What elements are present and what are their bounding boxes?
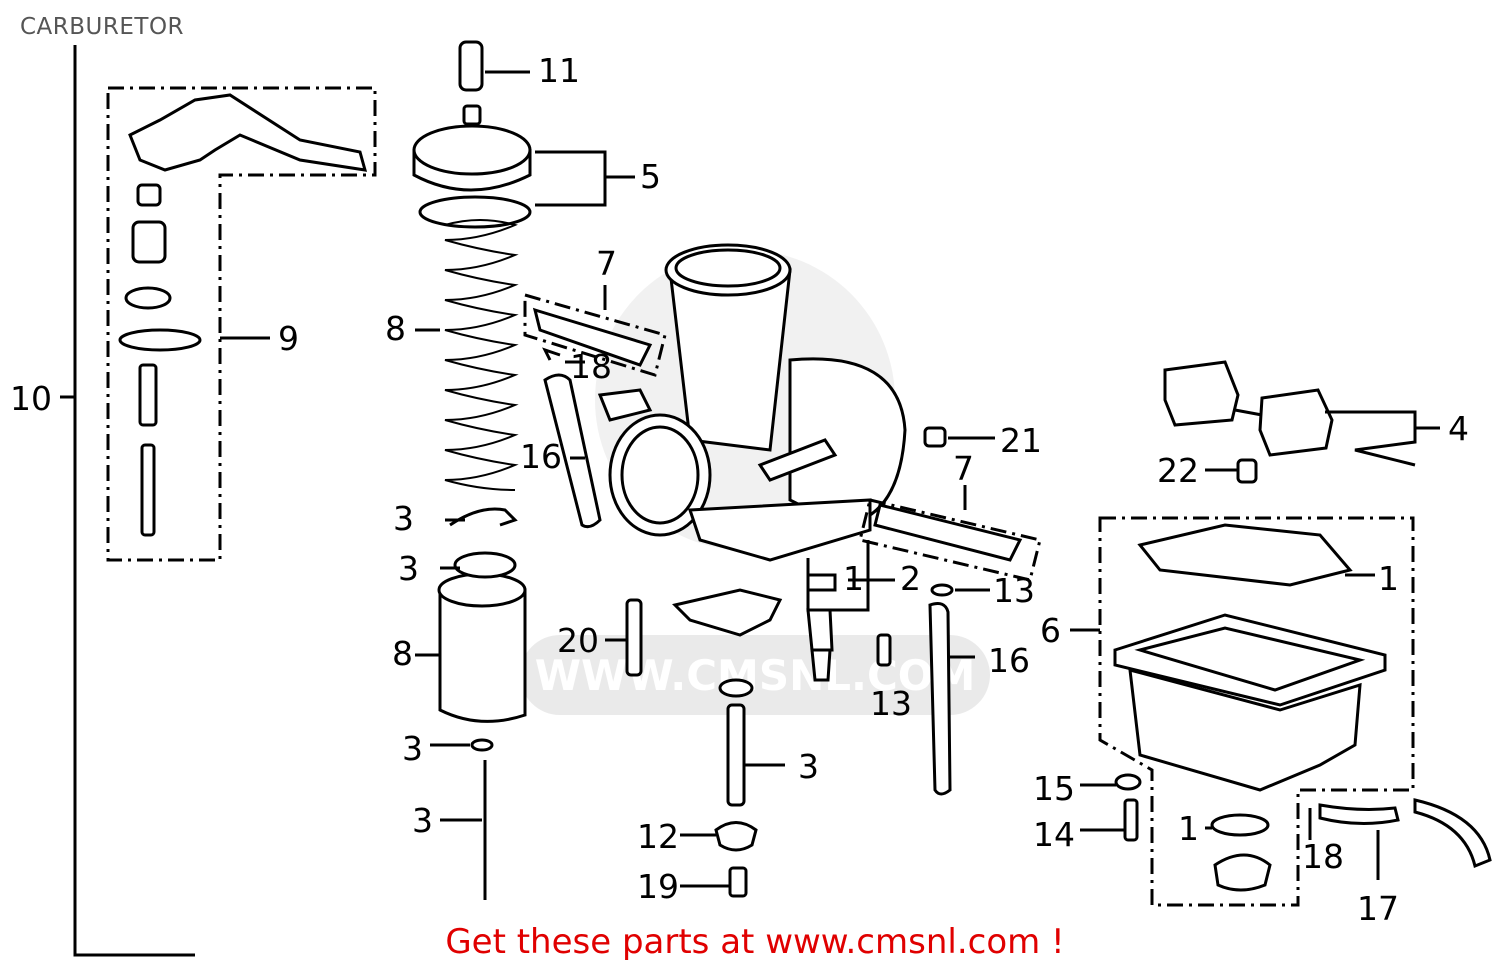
callout-3-seat: 3 (398, 549, 419, 588)
carburetor-body (523, 243, 1042, 898)
footer-prefix: Get these parts at (445, 922, 766, 962)
bracket-10 (60, 45, 195, 957)
watermark-text: WWW.CMSNL.COM (535, 651, 976, 700)
callout-5: 5 (640, 157, 661, 196)
callout-18-top: 18 (570, 347, 612, 386)
callout-7-right: 7 (953, 449, 974, 488)
callout-3-needle-clip: 3 (402, 729, 423, 768)
callout-8-valve: 8 (392, 634, 413, 673)
float-bowl-box (1070, 516, 1492, 907)
callout-17: 17 (1357, 889, 1399, 928)
callout-11: 11 (538, 51, 580, 90)
callout-9: 9 (278, 319, 299, 358)
callout-3-clip: 3 (393, 499, 414, 538)
callout-19: 19 (637, 867, 679, 906)
callout-1-gasket: 1 (1378, 559, 1399, 598)
callout-2: 2 (900, 559, 921, 598)
throttle-valve (415, 507, 527, 900)
callout-15: 15 (1033, 769, 1075, 808)
callout-12: 12 (637, 817, 679, 856)
callout-6: 6 (1040, 611, 1061, 650)
callout-1-bottom: 1 (1178, 809, 1199, 848)
callout-14: 14 (1033, 815, 1075, 854)
footer-banner: Get these parts at www.cmsnl.com ! (0, 922, 1500, 962)
callout-3-needle: 3 (412, 801, 433, 840)
callout-7-top: 7 (596, 244, 617, 283)
callout-21: 21 (1000, 421, 1042, 460)
callout-22: 22 (1157, 451, 1199, 490)
callout-3-jet: 3 (798, 747, 819, 786)
callout-8-spring: 8 (385, 309, 406, 348)
callout-13-bottom: 13 (870, 684, 912, 723)
footer-suffix: ! (1040, 922, 1065, 962)
callout-18-bottom: 18 (1302, 837, 1344, 876)
carb-top-cap (412, 40, 635, 229)
spring-8 (415, 219, 519, 491)
float-assembly (1163, 360, 1440, 484)
callout-16-left: 16 (520, 437, 562, 476)
callout-1-mid: 1 (843, 559, 864, 598)
callout-4: 4 (1448, 409, 1469, 448)
callout-20: 20 (557, 621, 599, 660)
callout-labels: 11 5 7 8 18 9 10 16 21 4 22 3 3 1 2 13 1… (10, 51, 1469, 928)
callout-13-top: 13 (993, 571, 1035, 610)
page-title: CARBURETOR (20, 14, 185, 40)
footer-link[interactable]: www.cmsnl.com (765, 922, 1041, 962)
callout-16-right: 16 (988, 641, 1030, 680)
lever-assembly-box (106, 86, 377, 562)
callout-10: 10 (10, 379, 52, 418)
